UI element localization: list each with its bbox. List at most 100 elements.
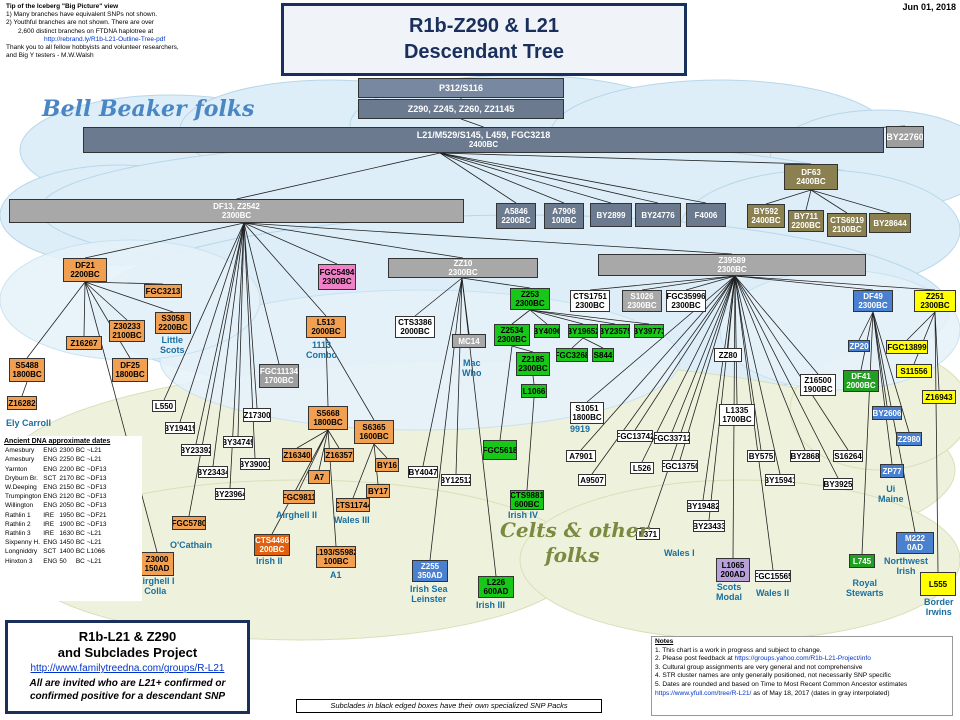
edge-z290-l21: [460, 118, 484, 128]
ancient-dna-cell: 2300: [59, 447, 74, 455]
node-by28644: BY28644: [869, 213, 911, 233]
project-url-link[interactable]: http://www.familytreedna.com/groups/R-L2…: [30, 663, 225, 674]
note-2-link[interactable]: https://groups.yahoo.com/R1b-L21-Project…: [734, 655, 871, 663]
edge-s5668-fgc9811: [298, 429, 329, 491]
ancient-dna-cell: L1066: [86, 548, 105, 556]
node-label: BY4047: [408, 467, 438, 477]
note-6-link[interactable]: https://www.yfull.com/tree/R-L21/: [655, 689, 752, 697]
node-label: Z30233: [113, 322, 141, 331]
node-label: CTS11744: [336, 500, 369, 510]
node-z16340: Z16340: [282, 448, 312, 462]
node-label: L193/S5982: [316, 548, 356, 557]
chart-date: Jun 01, 2018: [902, 2, 956, 12]
node-label: L1066: [522, 386, 546, 396]
node-label: L513: [316, 318, 336, 327]
ancient-dna-cell: 1400: [59, 548, 74, 556]
edge-s5488-z16282: [21, 381, 28, 397]
ancient-dna-cell: BC: [75, 493, 85, 501]
tip-panel: Tip of the Iceberg "Big Picture" view 1)…: [4, 2, 214, 84]
ancient-dna-cell: ~DF13: [86, 465, 107, 473]
node-cts11744: CTS11744: [336, 498, 370, 512]
node-fgc33712: FGC33712: [654, 432, 690, 444]
node-z2980: Z2980: [896, 432, 922, 446]
cluster-label-walesi: Wales I: [664, 548, 695, 558]
edge-l1066-cts9881: [526, 397, 535, 491]
node-date: 1700BC: [264, 376, 294, 385]
edge-df13-by34749: [237, 222, 245, 437]
ancient-dna-cell: 2170: [59, 474, 74, 482]
node-date: 1800BC: [12, 370, 42, 379]
edge-s5668-z16357: [327, 429, 340, 449]
node-label: BY19419: [166, 423, 195, 433]
node-by23434: BY23434: [198, 466, 228, 478]
node-label: F4006: [694, 210, 718, 220]
edge-l513-s5668: [325, 337, 329, 407]
node-label: BY16: [376, 460, 397, 470]
ancient-dna-cell: 2250: [59, 456, 74, 464]
ancient-dna-cell: SCT: [43, 548, 57, 556]
node-date: 1900BC: [803, 385, 833, 394]
node-by17: BY17: [366, 484, 390, 498]
edge-z39589-fgc33712: [671, 275, 736, 433]
edge-l21-by2899: [439, 152, 612, 204]
edge-df13-fgc5494: [243, 222, 338, 265]
edge-z39589-fgc35996: [685, 275, 736, 291]
node-label: Z16267: [70, 338, 98, 348]
node-zp20: ZP20: [848, 340, 870, 352]
node-label: DF25: [120, 361, 140, 370]
ancient-dna-cell: ENG: [43, 502, 58, 510]
ancient-dna-cell: Rathlin 3: [5, 530, 31, 538]
node-label: L745: [852, 556, 872, 566]
node-date: 2200BC: [158, 323, 188, 332]
edge-z39589-l371: [647, 275, 736, 529]
node-fgc3213: FGC3213: [144, 284, 182, 298]
node-label: L226: [486, 578, 506, 587]
tip-heading: Tip of the Iceberg "Big Picture" view: [6, 3, 119, 10]
node-l1066: L1066: [521, 384, 547, 398]
node-label: Z16282: [8, 398, 36, 408]
cluster-label-irishii: Irish II: [256, 556, 283, 566]
edge-df13-df21: [84, 222, 245, 259]
node-z16267: Z16267: [66, 336, 102, 350]
edge-z39589-s16264: [734, 275, 849, 451]
ancient-dna-cell: 1900: [59, 520, 74, 528]
node-fgc5618: FGC5618: [483, 440, 517, 460]
cluster-label-irishiv: Irish IV: [508, 510, 539, 520]
node-label: BY19652: [569, 326, 598, 336]
edge-z39589-df49: [734, 275, 874, 291]
node-label: L550: [154, 401, 174, 411]
tip-link[interactable]: http://rebrand.ly/R1b-L21-Outline-Tree-p…: [44, 35, 166, 43]
edge-l21-a7906: [439, 152, 565, 204]
edge-z39589-by23433: [708, 275, 736, 521]
node-label: BY4096: [534, 326, 559, 336]
project-panel: R1b-L21 & Z290 and Subclades Project htt…: [5, 620, 250, 714]
region-bell-beaker: Bell Beaker folks: [42, 96, 255, 122]
node-label: CTS6919: [830, 216, 864, 225]
ancient-dna-cell: ~DF13: [86, 474, 107, 482]
node-label: S5488: [15, 361, 39, 370]
node-fgc13899: FGC13899: [886, 340, 928, 354]
node-date: 200AD: [720, 570, 746, 579]
ancient-dna-cell: ENG: [43, 456, 58, 464]
node-fgc13750: FGC13750: [662, 460, 698, 472]
edge-z251-s11556: [913, 311, 936, 365]
node-label: CTS1751: [573, 292, 607, 301]
title-line-2: Descendant Tree: [403, 41, 565, 63]
node-label: S3058: [161, 314, 185, 323]
node-date: 2000BC: [311, 327, 341, 336]
node-label: M222: [904, 534, 925, 543]
node-by19419: BY19419: [165, 422, 195, 434]
node-label: DF21: [75, 261, 95, 270]
node-a9507: A9507: [578, 474, 606, 486]
node-label: FGC33712: [654, 433, 690, 443]
edge-df13-z17300: [243, 222, 258, 409]
